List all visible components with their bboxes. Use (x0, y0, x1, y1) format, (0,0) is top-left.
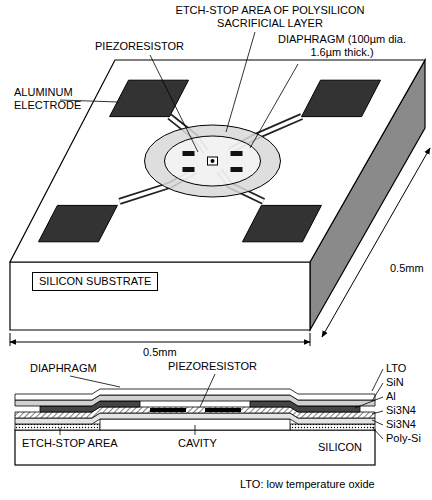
layer-label: Al (386, 390, 396, 403)
aluminum-electrode (110, 80, 189, 116)
leader-line (372, 427, 383, 439)
aluminum-electrode (243, 205, 322, 241)
part-label: DIAPHRAGM (30, 362, 97, 375)
leader-line (355, 397, 383, 408)
dimension-line (10, 342, 310, 343)
leader-line (372, 411, 383, 414)
poly-si-layer (290, 424, 375, 430)
part-label: ETCH-STOP AREA OF POLYSILICON SACRIFICIA… (165, 4, 375, 30)
note-text: LTO: low temperature oxide (240, 478, 375, 491)
leader-line (372, 383, 383, 401)
layer-label: LTO (386, 362, 406, 375)
center-contact (208, 157, 218, 165)
substrate-front-face (10, 262, 310, 330)
aluminum-electrode (39, 205, 118, 241)
diaphragm (165, 136, 261, 186)
layer-label: Si3N4 (386, 404, 416, 417)
region-label: CAVITY (178, 437, 217, 450)
node-text: SILICON SUBSTRATE (39, 275, 151, 288)
dimension-label: 0.5mm (390, 262, 424, 275)
aluminum-electrode (302, 80, 381, 116)
center-dot (211, 159, 215, 163)
piezoresistor (205, 408, 241, 412)
leader-line (70, 376, 120, 387)
silicon-substrate (15, 430, 375, 465)
region-label: SILICON (318, 441, 362, 454)
leader-line (200, 374, 215, 407)
piezoresistor (231, 151, 243, 156)
leader-line (150, 55, 198, 152)
part-label: PIEZORESISTOR (168, 360, 257, 373)
substrate-label-box: SILICON SUBSTRATE (32, 272, 158, 291)
layer-label: Si3N4 (386, 418, 416, 431)
dimension-tick (10, 333, 11, 346)
region-label: ETCH-STOP AREA (22, 437, 118, 450)
leader-line (195, 425, 196, 435)
part-label: DIAPHRAGM (100µm dia. 1.6µm thick.) (262, 33, 422, 59)
leader-line (372, 369, 383, 391)
dimension-tick (310, 333, 311, 346)
dimension-label: 0.5mm (143, 346, 177, 359)
piezoresistor (150, 408, 186, 412)
leader-line (226, 32, 255, 132)
piezoresistor (231, 167, 243, 172)
part-label: ALUMINUM ELECTRODE (14, 86, 94, 112)
etch-stop-area (145, 125, 281, 197)
piezoresistor (183, 151, 195, 156)
layer-label: Poly-Si (386, 432, 421, 445)
part-label: PIEZORESISTOR (95, 40, 184, 53)
poly-si-layer (15, 424, 100, 430)
layer-label: SiN (386, 376, 404, 389)
leader-line (250, 64, 298, 148)
piezoresistor (183, 167, 195, 172)
dimension-line (322, 148, 430, 337)
leader-line (372, 420, 383, 425)
substrate-top-face (10, 60, 425, 262)
leader-line (60, 428, 61, 435)
lto-layer (15, 389, 375, 400)
